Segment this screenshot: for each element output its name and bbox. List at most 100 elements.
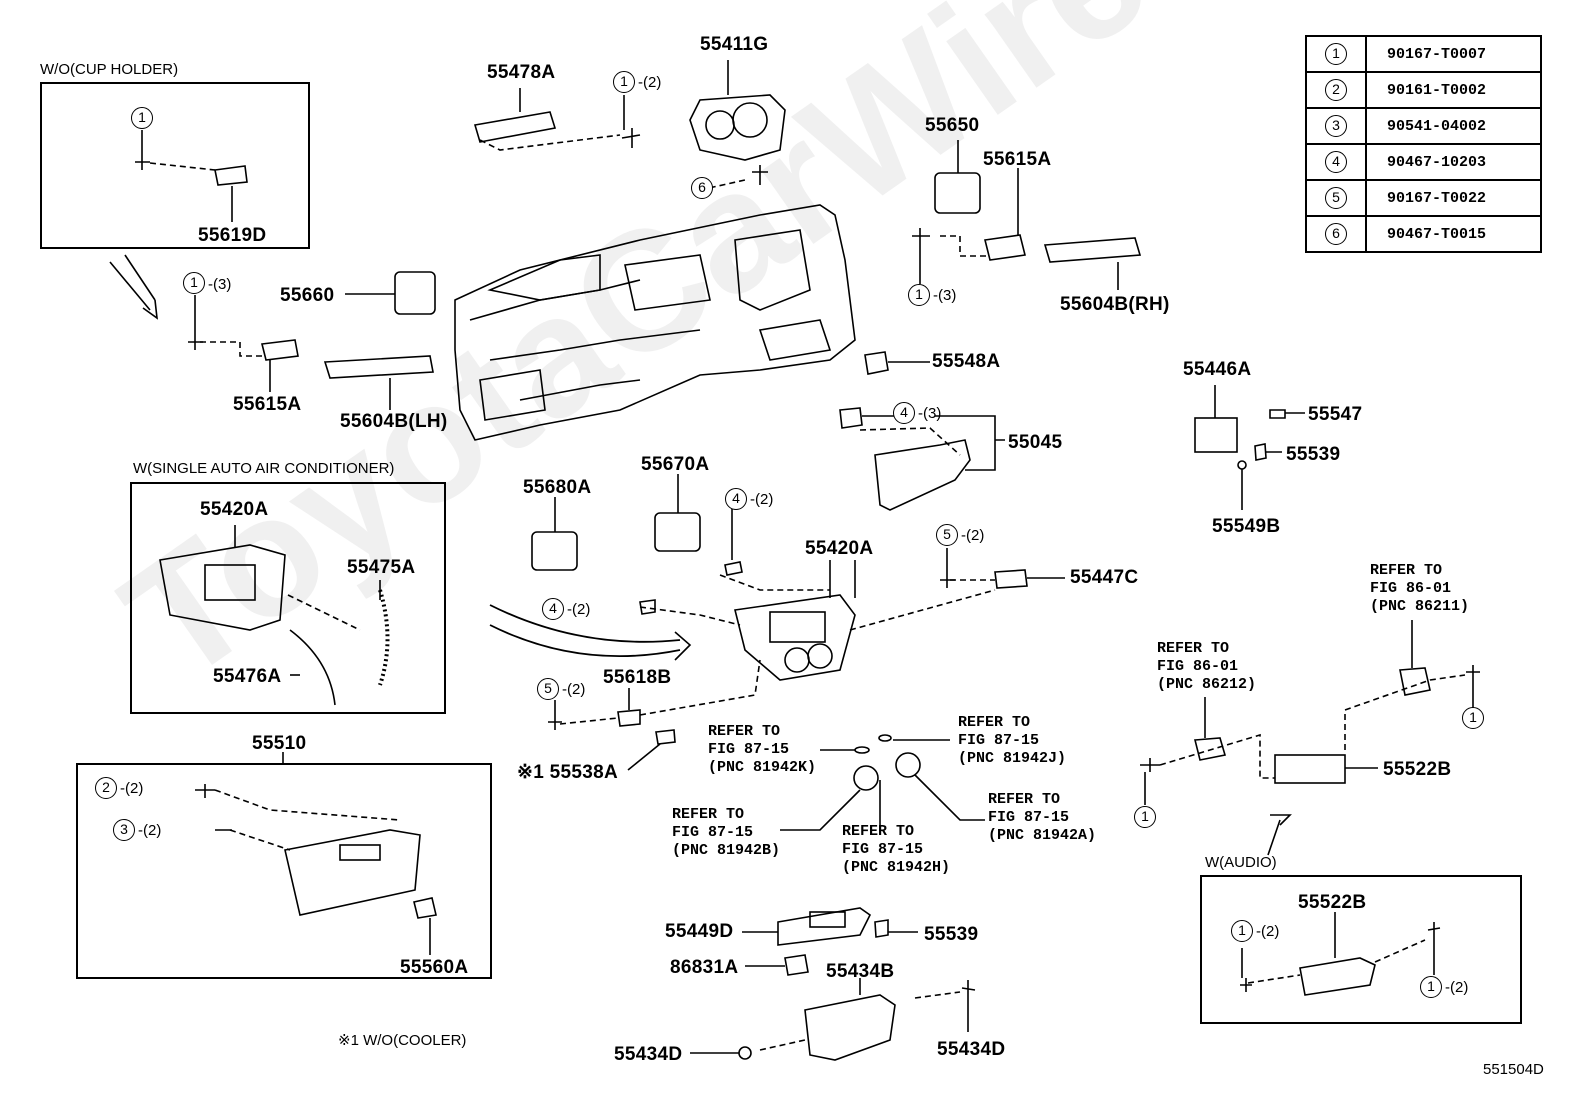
fastener-callout: 1: [908, 284, 930, 306]
fastener-qty: -(2): [562, 681, 586, 698]
refer-note: REFER TO FIG 87-15 (PNC 81942H): [842, 823, 951, 876]
part-label[interactable]: 55539: [1286, 444, 1341, 465]
part-label[interactable]: 55619D: [198, 225, 267, 246]
fastener-callout: 1: [183, 272, 205, 294]
refer-note: REFER TO FIG 86-01 (PNC 86212): [1157, 640, 1257, 693]
fastener-qty: -(2): [567, 601, 591, 618]
fastener-callout: 1: [1462, 707, 1484, 729]
fastener-qty: -(3): [918, 405, 942, 422]
parts-legend-table: 1 90167-T0007 2 90161-T0002 3 90541-04002 4…: [1305, 35, 1542, 253]
part-label[interactable]: 55650: [925, 115, 980, 136]
refer-note: REFER TO FIG 87-15 (PNC 81942A): [988, 791, 1097, 844]
legend-part: 90161-T0002: [1365, 71, 1542, 109]
legend-row: 5 90167-T0022: [1305, 179, 1542, 217]
part-label[interactable]: 55680A: [523, 477, 592, 498]
fastener-callout: 1: [1420, 976, 1442, 998]
part-label[interactable]: 55475A: [347, 557, 416, 578]
fastener-qty: -(2): [638, 74, 662, 91]
gauge-cluster: [689, 94, 786, 161]
legend-key: 1: [1325, 43, 1347, 65]
fastener-qty: -(2): [961, 527, 985, 544]
legend-row: 1 90167-T0007: [1305, 35, 1542, 73]
audio-box: [1200, 875, 1522, 1024]
part-label[interactable]: 55434D: [937, 1039, 1006, 1060]
fastener-callout: 5: [537, 678, 559, 700]
part-label[interactable]: 55615A: [233, 394, 302, 415]
legend-part: 90541-04002: [1365, 107, 1542, 145]
part-label[interactable]: 55045: [1008, 432, 1063, 453]
part-label[interactable]: 55420A: [805, 538, 874, 559]
part-label[interactable]: 86831A: [670, 957, 739, 978]
cup-holder-caption: W/O(CUP HOLDER): [40, 61, 179, 78]
glove-box-group: [76, 763, 492, 979]
fastener-qty: -(2): [1445, 979, 1469, 996]
part-label[interactable]: 55446A: [1183, 359, 1252, 380]
part-label[interactable]: 55547: [1308, 404, 1363, 425]
part-label[interactable]: 55447C: [1070, 567, 1139, 588]
fastener-callout: 3: [113, 819, 135, 841]
fastener-callout: 2: [95, 777, 117, 799]
single-ac-caption: W(SINGLE AUTO AIR CONDITIONER): [133, 460, 395, 477]
legend-row: 3 90541-04002: [1305, 107, 1542, 145]
legend-key: 6: [1325, 223, 1347, 245]
fastener-callout: 1: [131, 107, 153, 129]
fastener-qty: -(2): [138, 822, 162, 839]
fastener-callout: 5: [936, 524, 958, 546]
part-label[interactable]: 55618B: [603, 667, 672, 688]
part-label[interactable]: 55449D: [665, 921, 734, 942]
part-label[interactable]: 55510: [252, 733, 307, 754]
part-label[interactable]: 55420A: [200, 499, 269, 520]
fastener-callout: 4: [725, 488, 747, 510]
part-label[interactable]: 55604B(LH): [340, 411, 448, 432]
footnote: ※1 W/O(COOLER): [338, 1032, 467, 1049]
part-label[interactable]: 55522B: [1383, 759, 1452, 780]
instrument-panel: [454, 204, 856, 441]
part-label[interactable]: 55560A: [400, 957, 469, 978]
legend-part: 90167-T0007: [1365, 35, 1542, 73]
single-ac-box: [130, 482, 446, 714]
fastener-qty: -(2): [750, 491, 774, 508]
legend-part: 90167-T0022: [1365, 179, 1542, 217]
audio-caption: W(AUDIO): [1205, 854, 1277, 871]
legend-row: 2 90161-T0002: [1305, 71, 1542, 109]
refer-note: REFER TO FIG 87-15 (PNC 81942K): [708, 723, 817, 776]
refer-note: REFER TO FIG 87-15 (PNC 81942B): [672, 806, 781, 859]
part-label[interactable]: 55478A: [487, 62, 556, 83]
legend-key: 3: [1325, 115, 1347, 137]
part-label[interactable]: 55549B: [1212, 516, 1281, 537]
refer-note: REFER TO FIG 86-01 (PNC 86211): [1370, 562, 1470, 615]
part-label[interactable]: 55670A: [641, 454, 710, 475]
legend-key: 5: [1325, 187, 1347, 209]
legend-part: 90467-10203: [1365, 143, 1542, 181]
legend-row: 6 90467-T0015: [1305, 215, 1542, 253]
fastener-callout: 1: [613, 71, 635, 93]
fastener-callout: 1: [1134, 806, 1156, 828]
refer-note: REFER TO FIG 87-15 (PNC 81942J): [958, 714, 1067, 767]
fastener-callout: 4: [893, 402, 915, 424]
legend-key: 2: [1325, 79, 1347, 101]
part-label[interactable]: 55476A: [213, 666, 282, 687]
part-label[interactable]: 55434B: [826, 961, 895, 982]
part-label[interactable]: 55434D: [614, 1044, 683, 1065]
cup-holder-box: [40, 82, 310, 249]
legend-part: 90467-T0015: [1365, 215, 1542, 253]
fastener-callout: 4: [542, 598, 564, 620]
part-label[interactable]: 55522B: [1298, 892, 1367, 913]
part-label[interactable]: 55411G: [700, 34, 769, 55]
part-label[interactable]: 55604B(RH): [1060, 294, 1170, 315]
legend-key: 4: [1325, 151, 1347, 173]
part-label[interactable]: 55539: [924, 924, 979, 945]
part-label[interactable]: ※1 55538A: [517, 762, 619, 783]
fastener-qty: -(3): [208, 276, 232, 293]
part-label[interactable]: 55548A: [932, 351, 1001, 372]
lower-panel: [874, 439, 971, 511]
fastener-qty: -(2): [1256, 923, 1280, 940]
fastener-callout: 1: [1231, 920, 1253, 942]
figure-code: 551504D: [1483, 1061, 1544, 1078]
fastener-qty: -(3): [933, 287, 957, 304]
fastener-qty: -(2): [120, 780, 144, 797]
fastener-callout: 6: [691, 177, 713, 199]
part-label[interactable]: 55660: [280, 285, 335, 306]
part-label[interactable]: 55615A: [983, 149, 1052, 170]
